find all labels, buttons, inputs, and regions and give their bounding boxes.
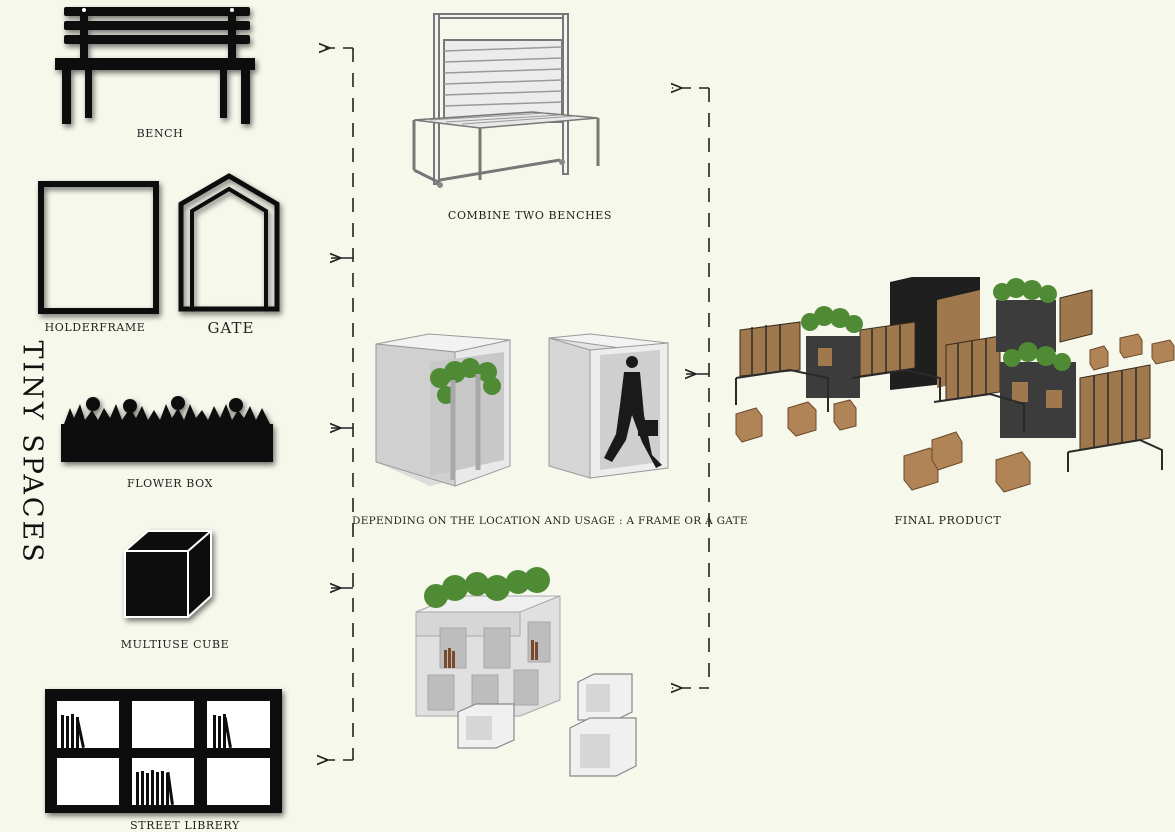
gate-figure-render xyxy=(548,333,669,479)
multiuse-cube-label: MULTIUSE CUBE xyxy=(120,638,230,651)
final-product-label: FINAL PRODUCT xyxy=(894,514,1002,527)
gate-icon xyxy=(178,173,280,312)
bench-icon xyxy=(55,7,255,124)
combine-label: COMBINE TWO BENCHES xyxy=(447,209,613,222)
flower-box-icon xyxy=(61,396,273,462)
cube-icon xyxy=(124,530,212,618)
modular-library-render xyxy=(415,567,637,777)
street-library-label: STREET LIBRERY xyxy=(130,819,240,832)
street-library-icon xyxy=(45,689,282,813)
holderframe-label: HOLDERFRAME xyxy=(44,321,146,334)
combined-bench-render xyxy=(412,13,600,188)
connector-right xyxy=(672,88,710,688)
person-icon xyxy=(604,356,662,468)
frame-or-gate-label: DEPENDING ON THE LOCATION AND USAGE : A … xyxy=(352,515,748,527)
bench-label: BENCH xyxy=(136,127,184,140)
holderframe-icon xyxy=(38,181,159,314)
final-product-render xyxy=(735,277,1175,493)
connector-left xyxy=(318,48,354,760)
frame-planter-render xyxy=(375,333,511,487)
flower-box-label: FLOWER BOX xyxy=(126,477,213,490)
gate-label: GATE xyxy=(207,319,255,337)
